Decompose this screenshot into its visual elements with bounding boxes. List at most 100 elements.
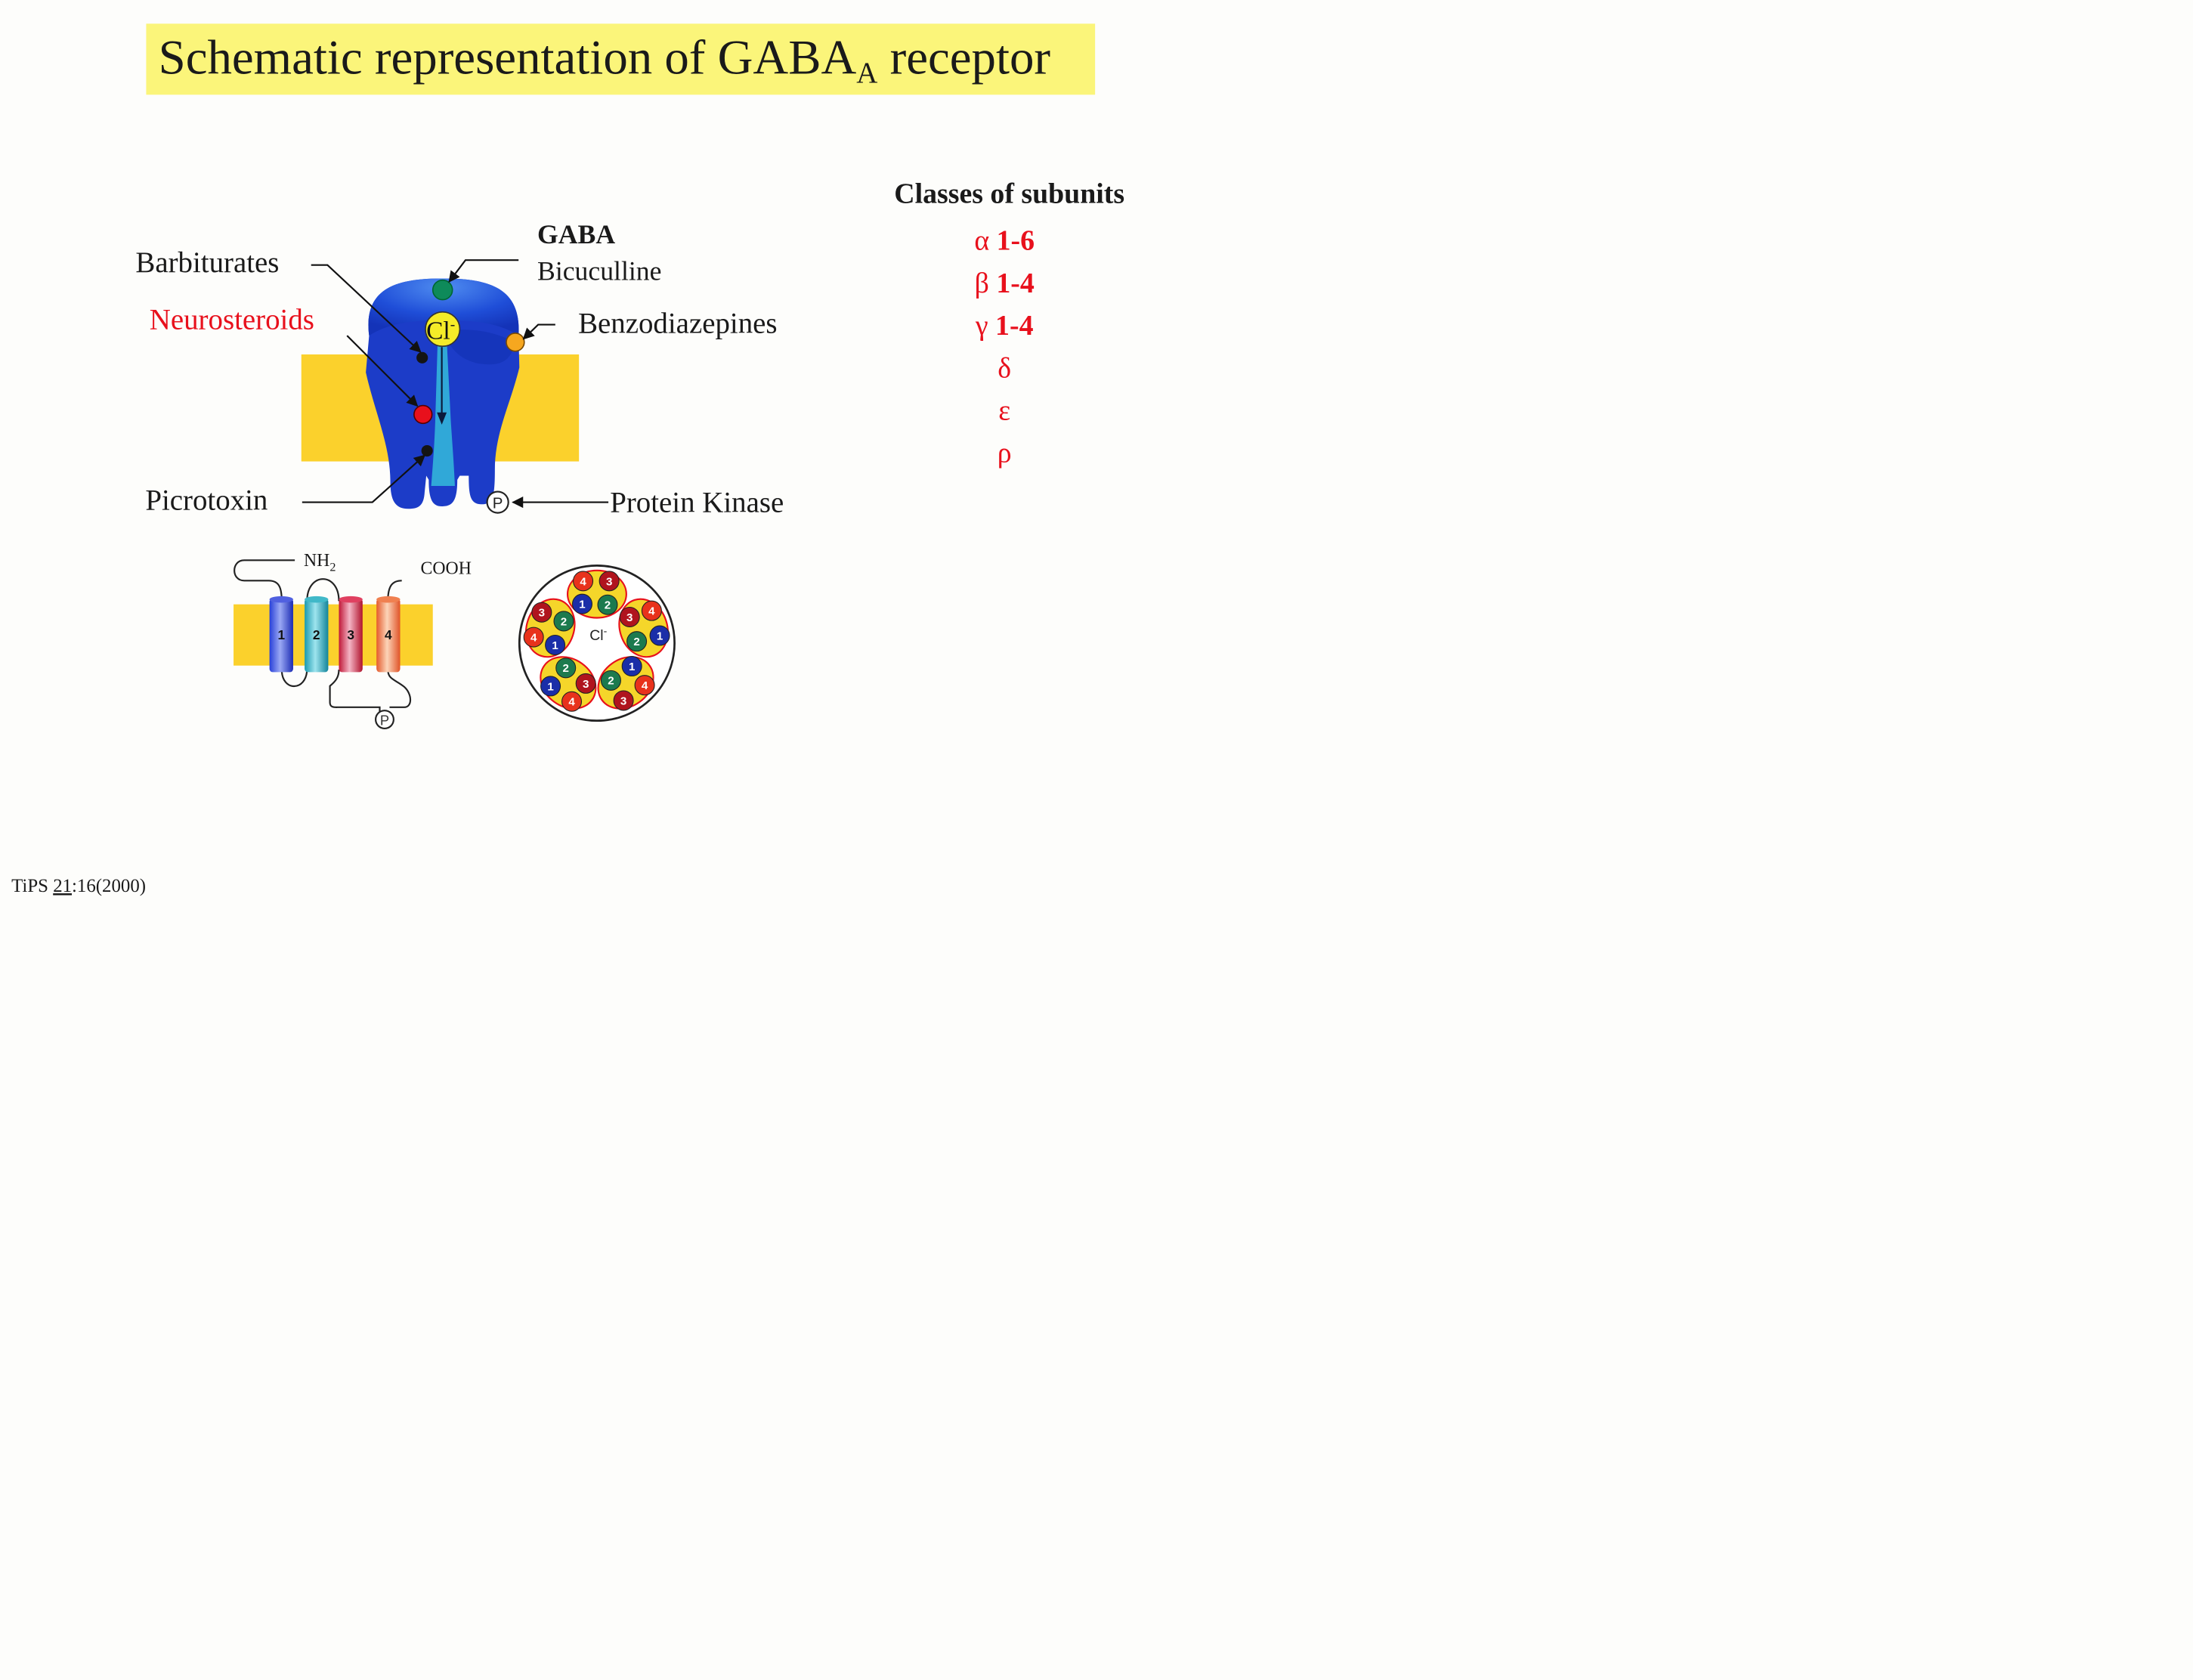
subunit-bead <box>600 670 621 691</box>
benzodiazepines-pointer <box>522 323 555 340</box>
pentamer-subunit: 4 1 3 2 <box>540 656 597 712</box>
pentamer-subunit: 4 3 1 2 <box>566 569 627 619</box>
subunit-class-item: δ <box>998 352 1012 384</box>
topology-phospho-site <box>375 710 394 730</box>
subunit-petal <box>540 656 597 710</box>
subunit-bead-label: 2 <box>608 675 614 688</box>
subunit-bead <box>619 606 640 627</box>
tm-label-4: 4 <box>385 627 392 642</box>
tm-helix-4 <box>376 599 401 673</box>
subunit-bead <box>523 627 544 648</box>
tm-label-2: 2 <box>313 627 320 642</box>
subunit-bead-label: 3 <box>539 607 545 620</box>
chloride-label: Cl- <box>426 317 455 345</box>
title-subscript: A <box>856 56 878 89</box>
gaba-receptor-diagram: Cl- P Barbiturates Neurosteroids Picroto… <box>11 219 784 896</box>
barbiturates-pointer <box>311 264 422 353</box>
barbiturate-site <box>416 351 428 364</box>
subunit-class-item: ρ <box>997 437 1012 469</box>
subunit-bead-label: 1 <box>552 639 558 652</box>
neurosteroid-site <box>413 404 433 425</box>
chloride-ion <box>425 311 461 347</box>
cooh-label: COOH <box>421 559 472 579</box>
subunit-classes-heading: Classes of subunits <box>894 178 1125 210</box>
subunit-bead-label: 2 <box>633 636 639 648</box>
barbiturates-label: Barbiturates <box>135 246 279 279</box>
subunit-bead <box>545 634 566 655</box>
subunit-bead-label: 4 <box>568 696 575 709</box>
topology-diagram: P 1 2 3 4 NH2 COOH <box>234 551 472 730</box>
subunit-bead-label: 1 <box>579 599 585 611</box>
subunit-bead <box>553 611 574 632</box>
subunit-bead-label: 1 <box>629 661 635 673</box>
subunit-bead <box>575 673 596 694</box>
phosphorylation-site <box>486 490 509 514</box>
picrotoxin-label: Picrotoxin <box>145 484 268 516</box>
benzodiazepine-site <box>506 333 525 352</box>
tm-helix-3 <box>339 599 363 673</box>
subunit-bead <box>641 600 662 621</box>
protein-kinase-label: Protein Kinase <box>610 487 784 519</box>
subunit-bead-label: 3 <box>626 611 633 624</box>
title-rest: receptor <box>877 29 1050 85</box>
benzodiazepines-label: Benzodiazepines <box>578 307 777 339</box>
subunit-class-item: β 1-4 <box>974 267 1035 299</box>
subunit-bead-label: 4 <box>642 679 648 692</box>
neurosteroids-label: Neurosteroids <box>150 303 314 336</box>
gaba-binding-site <box>431 279 453 301</box>
subunit-bead-label: 2 <box>563 662 569 675</box>
subunit-bead <box>621 656 642 677</box>
nh2-label: NH2 <box>304 551 336 574</box>
subunit-bead <box>571 593 592 614</box>
subunit-class-item: α 1-6 <box>974 224 1035 257</box>
subunit-bead-label: 2 <box>605 599 611 612</box>
ion-channel <box>431 339 455 486</box>
subunit-bead-label: 3 <box>583 678 589 691</box>
pentamer-subunit: 41 32 <box>618 598 670 658</box>
subunit-bead <box>649 625 670 646</box>
subunit-bead-label: 4 <box>580 575 586 588</box>
subunit-bead-label: 4 <box>648 605 655 618</box>
subunit-classes-list: α 1-6 β 1-4 γ 1-4 δ ε ρ <box>919 220 1090 475</box>
phospho-label: P <box>493 495 503 512</box>
subunit-bead <box>597 594 618 615</box>
subunit-bead <box>561 691 583 712</box>
bicuculline-label: Bicuculline <box>537 256 661 286</box>
tm-label-3: 3 <box>347 627 354 642</box>
subunit-bead <box>599 571 620 592</box>
subunit-bead-label: 2 <box>561 615 567 628</box>
subunit-bead-label: 3 <box>620 695 626 707</box>
pore-label: Cl- <box>589 625 607 645</box>
subunit-bead <box>613 690 634 711</box>
subunit-bead <box>634 675 655 696</box>
subunit-bead-label: 4 <box>530 631 537 644</box>
subunit-class-item: γ 1-4 <box>975 310 1034 342</box>
channel-arrowhead <box>437 412 447 425</box>
topology-membrane <box>234 604 433 666</box>
subunit-class-item: ε <box>998 394 1011 427</box>
subunit-bead <box>626 631 648 652</box>
neurosteroids-pointer <box>346 335 419 407</box>
tm-helix-2 <box>305 599 329 673</box>
picrotoxin-site <box>421 444 433 457</box>
citation: TiPS 21:16(2000) <box>11 876 146 896</box>
subunit-bead <box>573 571 594 592</box>
title-banner: Schematic representation of GABAA recept… <box>146 23 1096 95</box>
pentamer-subunit: 4 3 1 2 <box>597 656 655 711</box>
title-main: Schematic representation of GABA <box>158 29 857 85</box>
pentamer-subunit: 43 12 <box>523 598 576 658</box>
picrotoxin-pointer <box>302 454 426 503</box>
gaba-label: GABA <box>537 219 615 249</box>
subunit-bead-label: 1 <box>657 630 663 642</box>
subunit-bead <box>531 602 552 623</box>
subunit-bead-label: 1 <box>547 680 553 693</box>
topology-phospho-label: P <box>380 713 389 729</box>
gaba-pointer <box>448 259 519 283</box>
subunit-bead <box>555 657 577 679</box>
tm-label-1: 1 <box>277 627 285 642</box>
page-title: Schematic representation of GABAA recept… <box>158 29 1050 89</box>
subunit-bead <box>540 676 561 697</box>
subunit-bead-label: 3 <box>606 575 612 588</box>
tm-helix-1 <box>269 599 293 673</box>
